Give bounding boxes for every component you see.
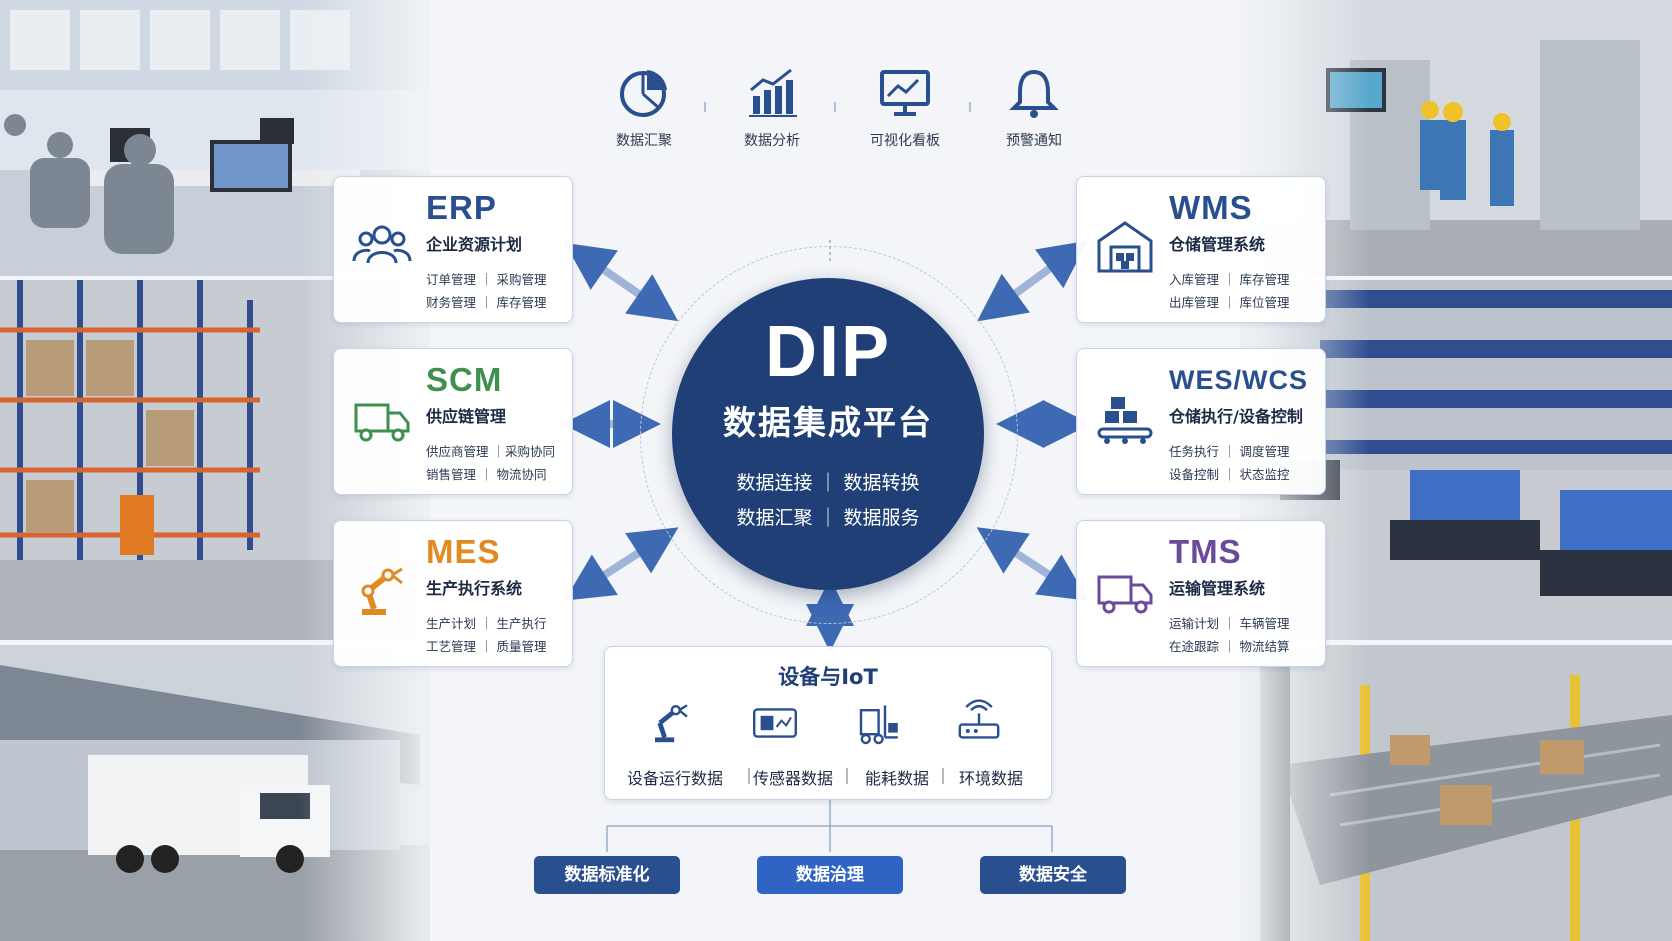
- system-title: WES/WCS: [1169, 365, 1308, 395]
- hub-subtitle: 数据集成平台: [723, 403, 933, 442]
- iot-title: 设备与IoT: [778, 665, 878, 689]
- tool-data-analysis[interactable]: 数据分析: [712, 66, 832, 150]
- system-features-row: 销售管理 ｜ 物流协同: [426, 467, 547, 482]
- arrow-wms: [977, 240, 1088, 322]
- arrow-tms: [976, 527, 1089, 601]
- system-features-row: 财务管理 ｜ 库存管理: [426, 295, 547, 310]
- dashboard-monitor-icon: [880, 70, 930, 116]
- system-subtitle: 企业资源计划: [426, 235, 523, 254]
- iot-item-label: 环境数据: [959, 769, 1024, 788]
- system-card-tms[interactable]: TMS 运输管理系统 运输计划 ｜ 车辆管理 在途跟踪 ｜ 物流结算: [1076, 520, 1326, 667]
- data-standardization-button[interactable]: 数据标准化: [534, 856, 680, 894]
- data-governance-button[interactable]: 数据治理: [757, 856, 903, 894]
- tool-label: 可视化看板: [870, 133, 940, 149]
- hub-title: DIP: [764, 312, 892, 392]
- system-subtitle: 供应链管理: [426, 407, 507, 426]
- system-subtitle: 仓储执行/设备控制: [1169, 407, 1303, 426]
- router-icon: [958, 699, 1000, 739]
- system-features-row: 设备控制 ｜ 状态监控: [1169, 467, 1290, 482]
- system-subtitle: 运输管理系统: [1169, 579, 1266, 598]
- system-features-row: 工艺管理 ｜ 质量管理: [426, 639, 547, 654]
- delivery-truck-icon: [1097, 575, 1153, 614]
- bar-chart-icon: [749, 68, 797, 117]
- truck-icon: [354, 403, 410, 442]
- tool-label: 预警通知: [1006, 133, 1062, 149]
- tool-label: 数据分析: [744, 133, 800, 149]
- system-card-mes[interactable]: MES 生产执行系统 生产计划 ｜ 生产执行 工艺管理 ｜ 质量管理: [333, 520, 573, 667]
- system-card-wms[interactable]: WMS 仓储管理系统 入库管理 ｜ 库存管理 出库管理 ｜ 库位管理: [1076, 176, 1326, 323]
- bell-icon: [1009, 69, 1059, 118]
- dip-hub[interactable]: DIP 数据集成平台 数据连接 ｜ 数据转换 数据汇聚 ｜ 数据服务: [672, 278, 984, 590]
- system-title: TMS: [1169, 533, 1242, 570]
- warehouse-icon: [1097, 221, 1153, 273]
- system-card-wes-wcs[interactable]: WES/WCS 仓储执行/设备控制 任务执行 ｜ 调度管理 设备控制 ｜ 状态监…: [1076, 348, 1326, 495]
- separator: ｜: [935, 767, 952, 786]
- iot-panel[interactable]: 设备与IoT 设备运行数据 ｜ 传感器数据 ｜ 能耗数据 ｜ 环境数据: [604, 646, 1052, 800]
- iot-item-label: 设备运行数据: [627, 769, 724, 788]
- sensor-icon: [753, 708, 797, 738]
- hub-capabilities-row: 数据汇聚 ｜ 数据服务: [736, 507, 920, 529]
- hub-capabilities-row: 数据连接 ｜ 数据转换: [736, 472, 920, 494]
- iot-item-label: 能耗数据: [865, 769, 930, 788]
- system-features-row: 出库管理 ｜ 库位管理: [1169, 295, 1290, 310]
- system-title: ERP: [426, 189, 497, 226]
- robot-arm-icon: [361, 567, 403, 615]
- system-title: MES: [426, 533, 501, 570]
- forklift-icon: [859, 705, 898, 745]
- tool-data-aggregation[interactable]: 数据汇聚: [584, 66, 704, 150]
- separator: ｜: [741, 767, 758, 786]
- system-subtitle: 生产执行系统: [426, 579, 523, 598]
- system-title: SCM: [426, 361, 503, 398]
- system-features-row: 生产计划 ｜ 生产执行: [426, 616, 547, 631]
- tool-label: 数据汇聚: [616, 133, 672, 149]
- tool-visual-dashboard[interactable]: 可视化看板: [845, 66, 965, 150]
- system-features-row: 任务执行 ｜ 调度管理: [1169, 444, 1290, 459]
- data-security-button[interactable]: 数据安全: [980, 856, 1126, 894]
- system-subtitle: 仓储管理系统: [1169, 235, 1266, 254]
- hub-ring: [640, 246, 1018, 624]
- conveyor-boxes-icon: [1097, 397, 1153, 444]
- system-features-row: 入库管理 ｜ 库存管理: [1169, 272, 1290, 287]
- system-features-row: 供应商管理 ｜采购协同: [426, 444, 555, 459]
- system-title: WMS: [1169, 189, 1253, 226]
- arrow-erp: [564, 242, 679, 322]
- pie-chart-icon: [620, 70, 667, 117]
- tool-alert-notify[interactable]: 预警通知: [974, 66, 1094, 150]
- system-features-row: 运输计划 ｜ 车辆管理: [1169, 616, 1290, 631]
- people-group-icon: [352, 225, 412, 264]
- system-card-erp[interactable]: ERP 企业资源计划 订单管理 ｜ 采购管理 财务管理 ｜ 库存管理: [333, 176, 573, 323]
- system-features-row: 在途跟踪 ｜ 物流结算: [1169, 639, 1290, 654]
- system-features-row: 订单管理 ｜ 采购管理: [426, 272, 547, 287]
- robot-arm-icon: [655, 704, 688, 743]
- separator: ｜: [839, 767, 856, 786]
- system-card-scm[interactable]: SCM 供应链管理 供应商管理 ｜采购协同 销售管理 ｜ 物流协同: [333, 348, 573, 495]
- arrow-mes: [564, 527, 679, 601]
- iot-item-label: 传感器数据: [753, 769, 834, 788]
